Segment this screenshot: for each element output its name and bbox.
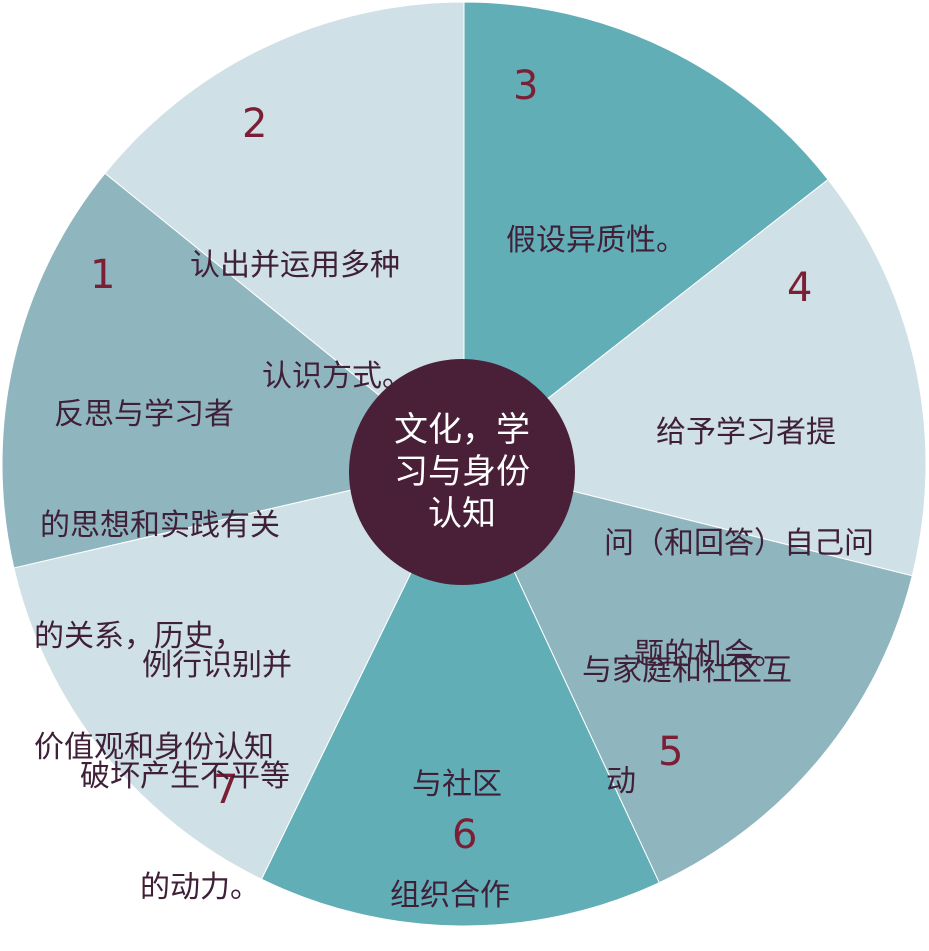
segment-6-text: 与社区 组织合作 [390, 692, 510, 951]
segment-3-number: 3 [513, 63, 539, 109]
segment-4-line: 问（和回答）自己问 [604, 526, 874, 561]
segment-1-line: 的关系，历史， [34, 619, 244, 654]
segment-7-number: 7 [213, 767, 239, 813]
segment-4-text: 给予学习者提 问（和回答）自己问 题的机会。 [604, 340, 874, 710]
segment-2-number: 2 [242, 101, 268, 147]
center-label-line: 认知 [428, 494, 496, 534]
segment-3-wedge [463, 1, 829, 466]
segment-2-line: 认出并运用多种 [190, 248, 400, 283]
segment-5-line: 动 [606, 764, 636, 799]
segment-4-wedge [462, 178, 927, 577]
segment-7-text: 例行识别并 破坏产生不平等 的动力。 [80, 573, 292, 943]
segment-3-text: 假设异质性。 [506, 148, 686, 296]
segment-7-line: 破坏产生不平等 [80, 759, 290, 794]
center-label: 文化，学 习与身份 认知 [349, 367, 575, 577]
segment-7-wedge [13, 463, 465, 880]
segment-1-text: 反思与学习者 的思想和实践有关 的关系，历史， 价值观和身份认知 [34, 322, 280, 803]
center-label-line: 习与身份 [394, 452, 530, 492]
center-circle [349, 359, 575, 585]
center-label-line: 文化，学 [394, 410, 530, 450]
segment-5-text: 与家庭和社区互 动 [582, 578, 792, 837]
segment-7-line: 例行识别并 [142, 648, 292, 683]
segment-3-line: 假设异质性。 [506, 223, 686, 258]
segment-6-line: 与社区 [412, 767, 502, 802]
segment-2-text: 认出并运用多种 认识方式。 [190, 173, 412, 432]
segment-5-number: 5 [658, 729, 684, 775]
segment-7-line: 的动力。 [140, 870, 260, 905]
segment-1-wedge [1, 172, 466, 569]
segment-6-line: 组织合作 [390, 878, 510, 913]
segment-4-number: 4 [787, 265, 813, 311]
segment-5-line: 与家庭和社区互 [582, 653, 792, 688]
segment-2-line: 认识方式。 [262, 359, 412, 394]
segment-2-wedge [104, 1, 465, 466]
wheel-diagram [1, 1, 927, 927]
segment-6-number: 6 [452, 812, 478, 858]
segment-1-line: 的思想和实践有关 [40, 508, 280, 543]
segment-1-number: 1 [90, 252, 116, 298]
segment-4-line: 给予学习者提 [656, 415, 836, 450]
segment-6-wedge [260, 462, 660, 927]
segment-1-line: 反思与学习者 [54, 397, 234, 432]
segment-1-line: 价值观和身份认知 [34, 730, 274, 765]
segment-5-wedge [463, 463, 913, 884]
segment-4-line: 题的机会。 [634, 637, 784, 672]
